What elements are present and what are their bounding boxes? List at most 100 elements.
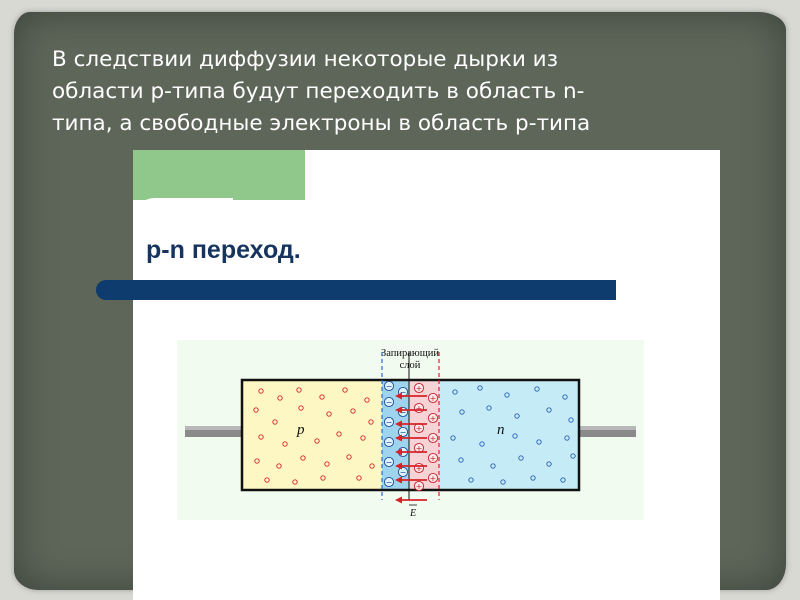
field-arrow-head [395, 496, 402, 504]
negative-ion-ring [397, 466, 409, 478]
hole [356, 475, 362, 481]
hole [282, 441, 288, 447]
positive-ion-sign: + [416, 444, 423, 453]
electron [546, 461, 552, 467]
negative-ion-sign: − [386, 398, 393, 407]
hole [277, 395, 283, 401]
electron [564, 435, 570, 441]
electron [490, 463, 496, 469]
negative-ion-sign: − [386, 478, 393, 487]
positive-ion-ring [427, 432, 439, 444]
electron [500, 479, 506, 485]
electron [518, 455, 524, 461]
field-arrows [395, 392, 427, 504]
electron [477, 385, 483, 391]
hole [300, 455, 306, 461]
field-arrow-head [395, 392, 402, 400]
positive-ion-ring [427, 452, 439, 464]
electron [562, 394, 568, 400]
hole [298, 405, 304, 411]
electron [568, 417, 574, 423]
hole [253, 407, 259, 413]
hole [350, 408, 356, 414]
negative-ion-sign: − [400, 388, 407, 397]
hole [314, 438, 320, 444]
positive-ion-sign: + [430, 414, 437, 423]
electron [514, 413, 520, 419]
p-region [242, 380, 382, 490]
positive-ion-sign: + [430, 454, 437, 463]
hole [272, 419, 278, 425]
electron [452, 389, 458, 395]
electron [486, 405, 492, 411]
electron [512, 433, 518, 439]
n-region [439, 380, 579, 490]
electron [570, 453, 576, 459]
pn-junction-diagram: Запирающий слой p n E −−−−−−−−−−− ++++++… [177, 340, 644, 520]
heading-line-3: типа, а свободные электроны в область p-… [52, 111, 591, 136]
electron [459, 409, 465, 415]
hole [360, 435, 366, 441]
hole [292, 479, 298, 485]
electron [468, 477, 474, 483]
electron [450, 435, 456, 441]
hole [320, 475, 326, 481]
green-accent [133, 150, 305, 200]
negative-ion-ring [383, 476, 395, 488]
hole [258, 388, 264, 394]
negative-ion-ring [383, 456, 395, 468]
hole [254, 458, 260, 464]
electron [458, 457, 464, 463]
p-region-holes [253, 387, 375, 485]
p-region-label: p [296, 422, 305, 438]
positive-ion-ring [427, 472, 439, 484]
card-corner [133, 198, 233, 258]
hole [264, 477, 270, 483]
positive-ion-sign: + [416, 404, 423, 413]
positive-ion-sign: + [430, 434, 437, 443]
field-arrow-head [395, 448, 402, 456]
n-region-label: n [497, 422, 505, 438]
hole [369, 463, 375, 469]
hole [364, 397, 370, 403]
electron [530, 475, 536, 481]
positive-ion-sign: + [430, 474, 437, 483]
hole [276, 463, 282, 469]
hole [326, 411, 332, 417]
negative-ion-ring [383, 396, 395, 408]
positive-ion-ring [427, 412, 439, 424]
positive-ion-sign: + [416, 424, 423, 433]
heading-line-1: В следствии диффузии некоторые дырки из [52, 47, 559, 72]
negative-ion-ring [397, 426, 409, 438]
field-arrow-head [395, 434, 402, 442]
negative-ion-sign: − [400, 408, 407, 417]
field-arrow-head [395, 476, 402, 484]
negative-ion-sign: − [386, 438, 393, 447]
right-lead [579, 426, 636, 437]
field-arrow-head [395, 462, 402, 470]
barrier-label-line-1: Запирающий [381, 348, 439, 359]
field-arrow-head [395, 420, 402, 428]
positive-ion-ring [413, 382, 425, 394]
negative-ion-sign: − [386, 382, 393, 391]
positive-ion-ring [413, 480, 425, 492]
slide-heading: В следствии диффузии некоторые дырки из … [52, 44, 752, 140]
negative-ion-sign: − [386, 418, 393, 427]
electron [479, 441, 485, 447]
negative-ion-sign: − [386, 458, 393, 467]
title-underline-bar [96, 280, 616, 300]
positive-ion-sign: + [416, 464, 423, 473]
electron [534, 386, 540, 392]
hole [258, 434, 264, 440]
positive-ion-sign: + [416, 482, 423, 491]
embedded-slide-title: p-n переход. [146, 236, 301, 264]
negative-ion-ring [383, 380, 395, 392]
hole [296, 387, 302, 393]
electron [504, 392, 510, 398]
negative-ion-sign: − [400, 468, 407, 477]
positive-ion-ring [427, 392, 439, 404]
left-lead [185, 426, 242, 437]
field-label: E [409, 508, 416, 519]
hole [368, 419, 374, 425]
n-region-electrons [450, 385, 576, 485]
